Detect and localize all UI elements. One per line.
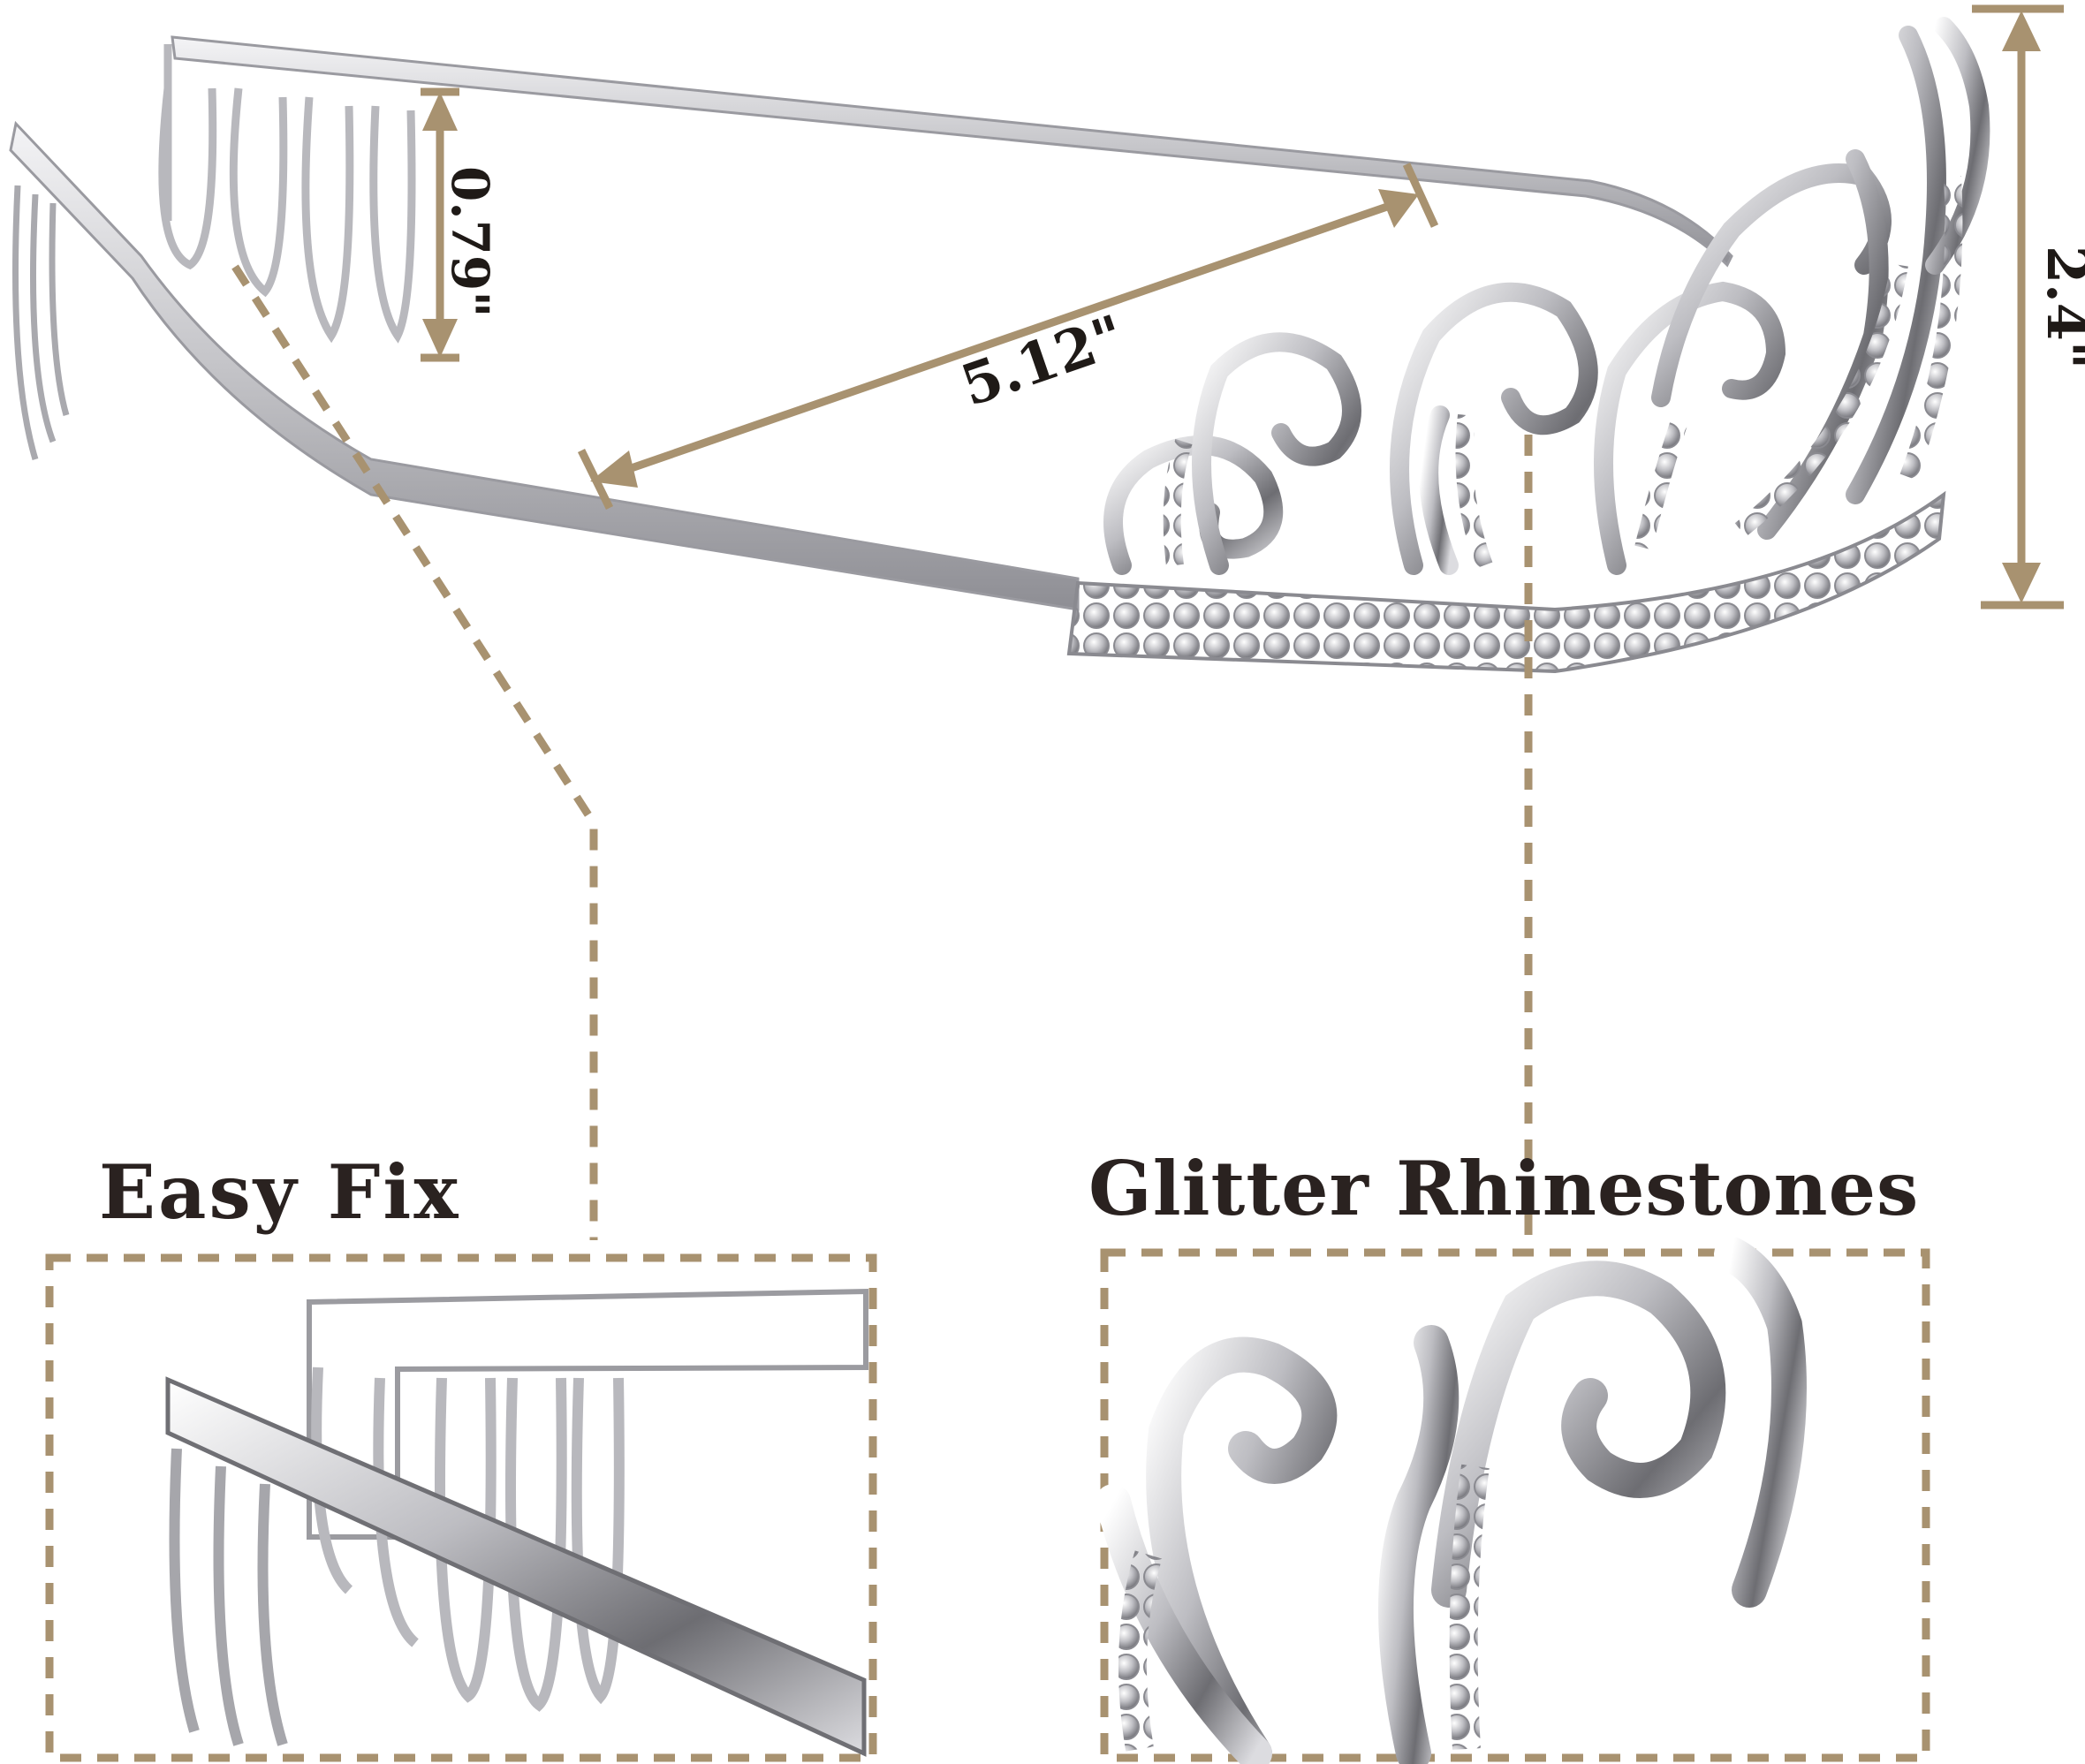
- dim-band-span-label: 5.12": [953, 303, 1133, 420]
- left-comb: [158, 44, 416, 344]
- dim-comb-height: [421, 87, 459, 362]
- tiara-band: [9, 35, 1733, 611]
- tiara-crown: [1066, 17, 1990, 674]
- dim-band-span: [577, 163, 1439, 510]
- dim-tiara-height-label: 2.4": [2035, 246, 2085, 369]
- glitter-rhinestones-title: Glitter Rhinestones: [1088, 1145, 1920, 1232]
- detail-box-comb: [45, 1253, 877, 1762]
- dim-comb-height-label: 0.79": [440, 166, 500, 317]
- dim-tiara-height: [1972, 4, 2064, 609]
- left-comb-teeth-front: [12, 185, 70, 461]
- leader-lines: [231, 264, 1533, 1240]
- detail-box-rhinestones: [1096, 1237, 1930, 1764]
- easy-fix-title: Easy Fix: [99, 1148, 461, 1236]
